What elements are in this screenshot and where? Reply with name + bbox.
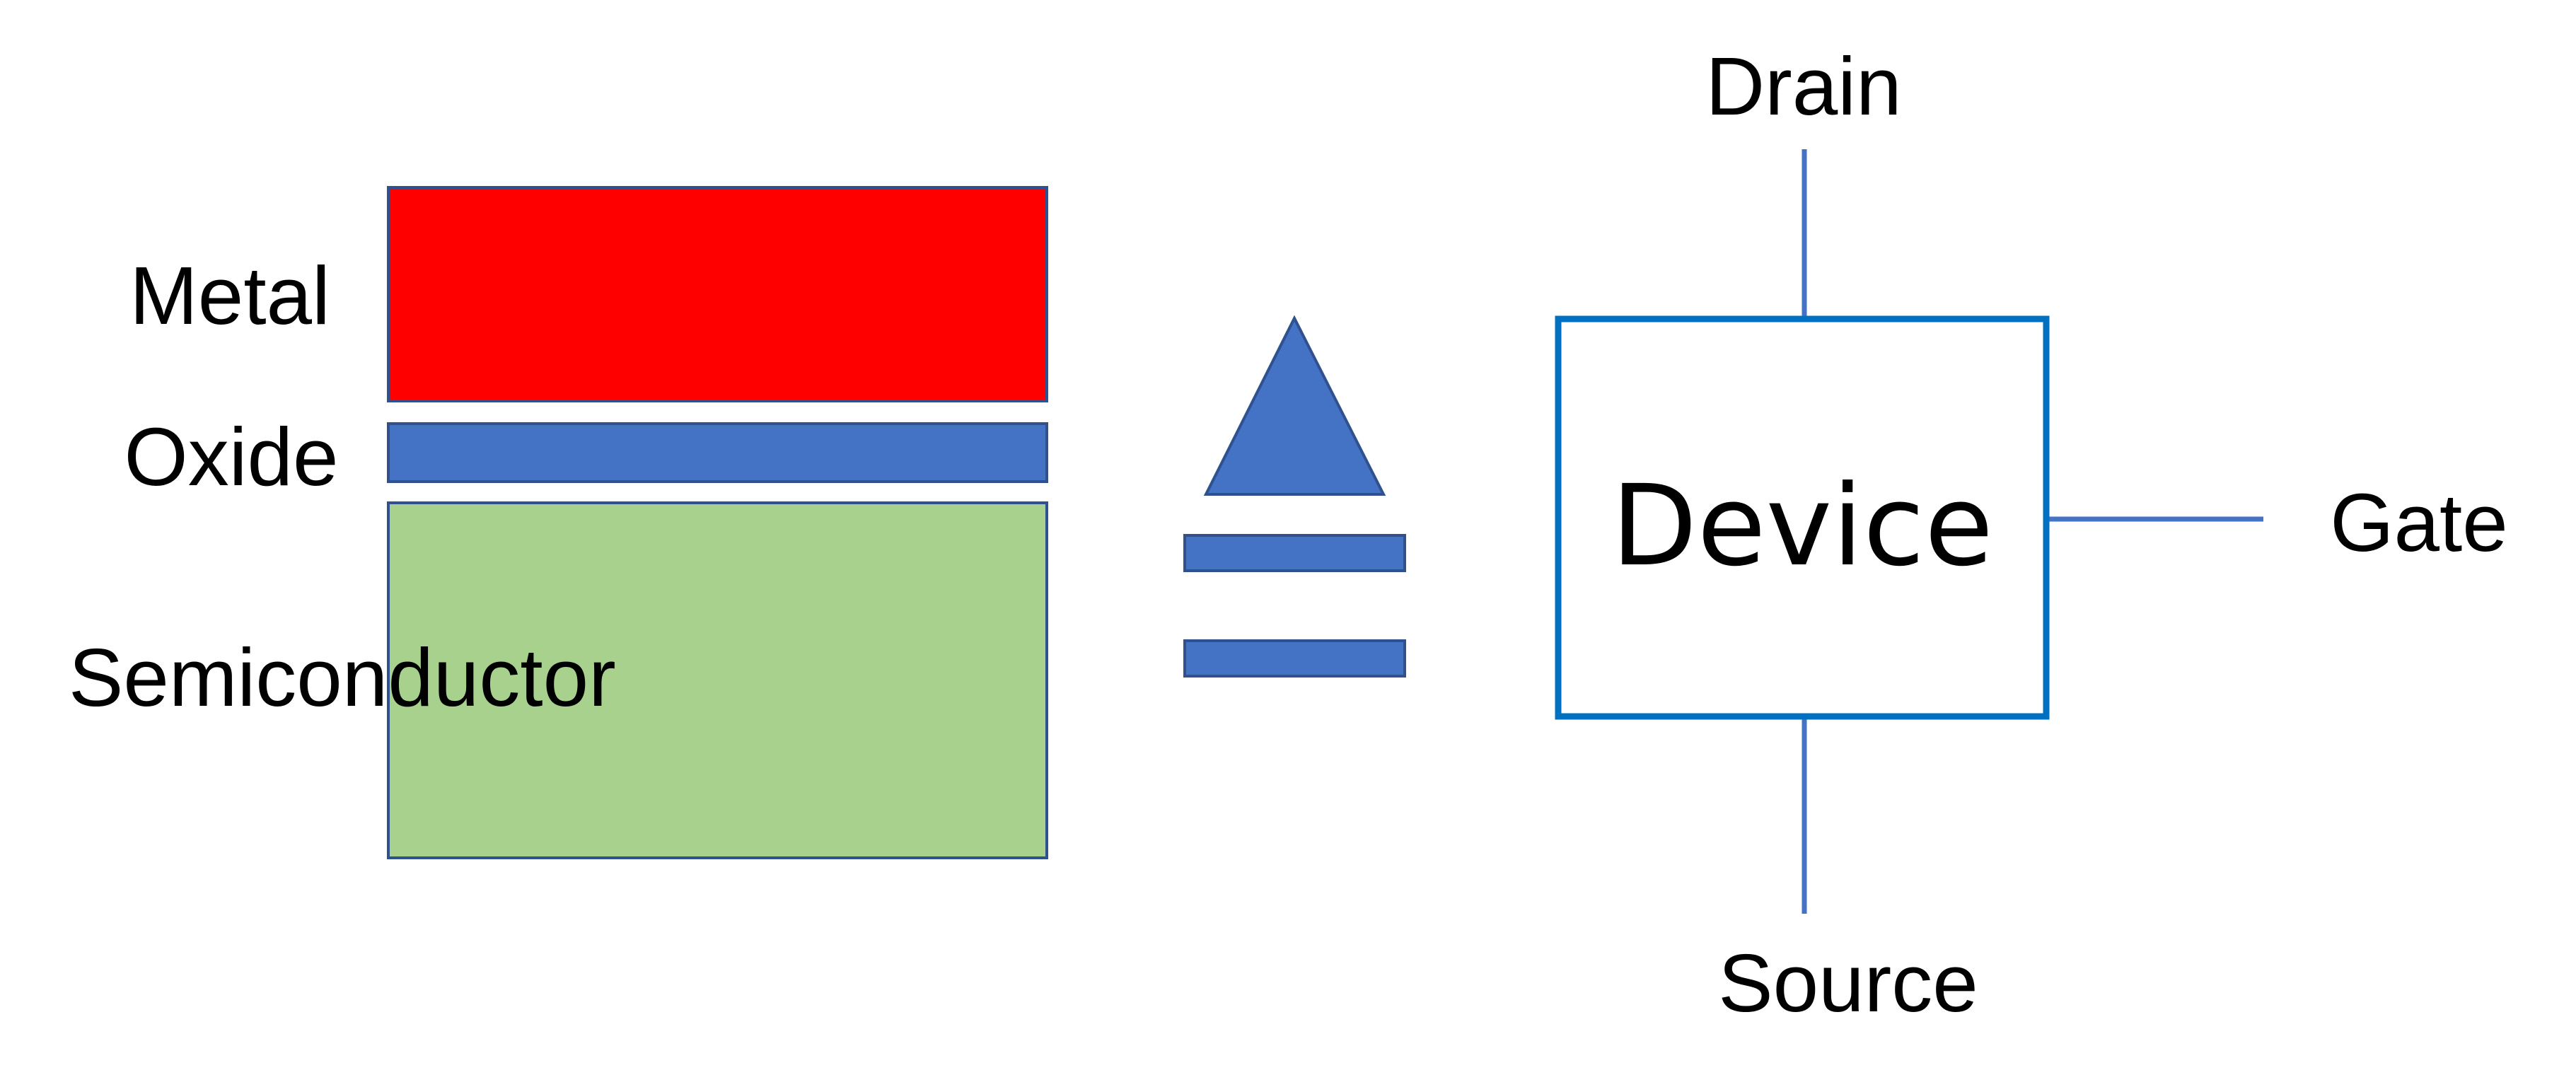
gate-label: Gate	[2330, 477, 2507, 569]
oxide-label: Oxide	[124, 411, 338, 503]
metal-layer	[387, 186, 1048, 402]
oxide-layer	[387, 422, 1048, 483]
drain-label: Drain	[1705, 40, 1901, 132]
device-box	[1555, 315, 2050, 720]
source-label: Source	[1718, 937, 1978, 1029]
device-label: Device	[1611, 461, 1993, 591]
semiconductor-layer	[387, 501, 1048, 859]
corresponds-to-icon	[1183, 315, 1406, 678]
metal-label: Metal	[129, 250, 330, 342]
semiconductor-label: Semiconductor	[69, 632, 616, 723]
